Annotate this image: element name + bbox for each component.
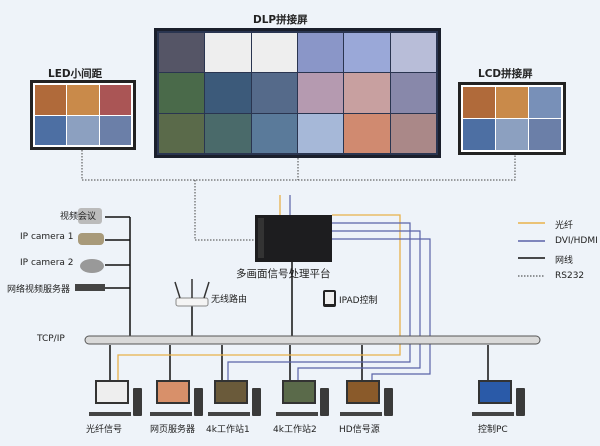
lcd-screen [458, 82, 566, 155]
lcd-label: LCD拼接屏 [478, 68, 533, 80]
device-label: 视频会议 [60, 212, 97, 222]
dlp-screen [154, 28, 441, 158]
pc-label: 4k工作站2 [273, 425, 317, 435]
pc-web-server [150, 380, 204, 420]
device-label: IP camera 1 [20, 232, 74, 242]
pc-fiber [89, 380, 143, 420]
device-label: IP camera 2 [20, 258, 74, 268]
pc-hd [340, 380, 394, 420]
pc-4k-2 [276, 380, 330, 420]
pc-4k-1 [208, 380, 262, 420]
led-screen [30, 80, 136, 150]
pc-label: 光纤信号 [86, 425, 123, 435]
pc-label: 网页服务器 [150, 425, 196, 435]
legend-fiber: 光纤 [555, 221, 574, 231]
ipad-label: IPAD控制 [339, 296, 378, 306]
processor-label: 多画面信号处理平台 [236, 268, 331, 280]
device-label: 网络视频服务器 [7, 285, 71, 295]
pc-control [472, 380, 526, 420]
legend-network: 网线 [555, 256, 574, 266]
legend-dvi: DVI/HDMI [555, 236, 598, 246]
router-label: 无线路由 [211, 295, 248, 305]
pc-label: 4k工作站1 [206, 425, 250, 435]
dlp-label: DLP拼接屏 [253, 14, 308, 26]
pc-label: 控制PC [478, 425, 508, 435]
processor-device [255, 215, 332, 262]
led-label: LED小间距 [48, 68, 103, 80]
bus-label: TCP/IP [37, 334, 65, 344]
pc-label: HD信号源 [339, 425, 380, 435]
legend-rs232: RS232 [555, 271, 585, 281]
